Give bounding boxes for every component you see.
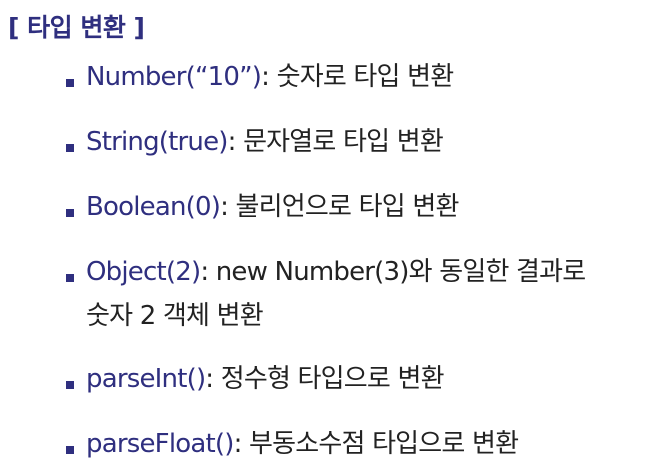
bullet-icon (66, 446, 74, 454)
bullet-icon (66, 144, 74, 152)
item-description: : 문자열로 타입 변환 (227, 127, 444, 157)
list-item-number: Number(“10”): 숫자로 타입 변환 (66, 55, 454, 99)
item-code: String(true) (86, 127, 228, 157)
list-item-string: String(true): 문자열로 타입 변환 (66, 120, 444, 164)
bullet-icon (66, 209, 74, 217)
item-description-continued: 숫자 2 객체 변환 (86, 301, 264, 331)
item-code: parseInt() (86, 364, 206, 394)
item-description: : 숫자로 타입 변환 (261, 62, 454, 92)
bullet-icon (66, 274, 74, 282)
item-code: Boolean(0) (86, 192, 221, 222)
list-item-parseint: parseInt(): 정수형 타입으로 변환 (66, 357, 445, 401)
bullet-icon (66, 79, 74, 87)
item-code: Object(2) (86, 257, 201, 287)
list-item-object: Object(2): new Number(3)와 동일한 결과로 숫자 2 객… (66, 250, 586, 338)
item-code: parseFloat() (86, 429, 234, 459)
item-code: Number(“10”) (86, 62, 262, 92)
item-description: : 정수형 타입으로 변환 (205, 364, 444, 394)
page-title: [ 타입 변환 ] (8, 13, 145, 42)
item-description: : new Number(3)와 동일한 결과로 (200, 257, 586, 287)
item-description: : 부동소수점 타입으로 변환 (233, 429, 519, 459)
item-description: : 불리언으로 타입 변환 (220, 192, 459, 222)
list-item-parsefloat: parseFloat(): 부동소수점 타입으로 변환 (66, 422, 519, 466)
list-item-boolean: Boolean(0): 불리언으로 타입 변환 (66, 185, 459, 229)
bullet-icon (66, 381, 74, 389)
